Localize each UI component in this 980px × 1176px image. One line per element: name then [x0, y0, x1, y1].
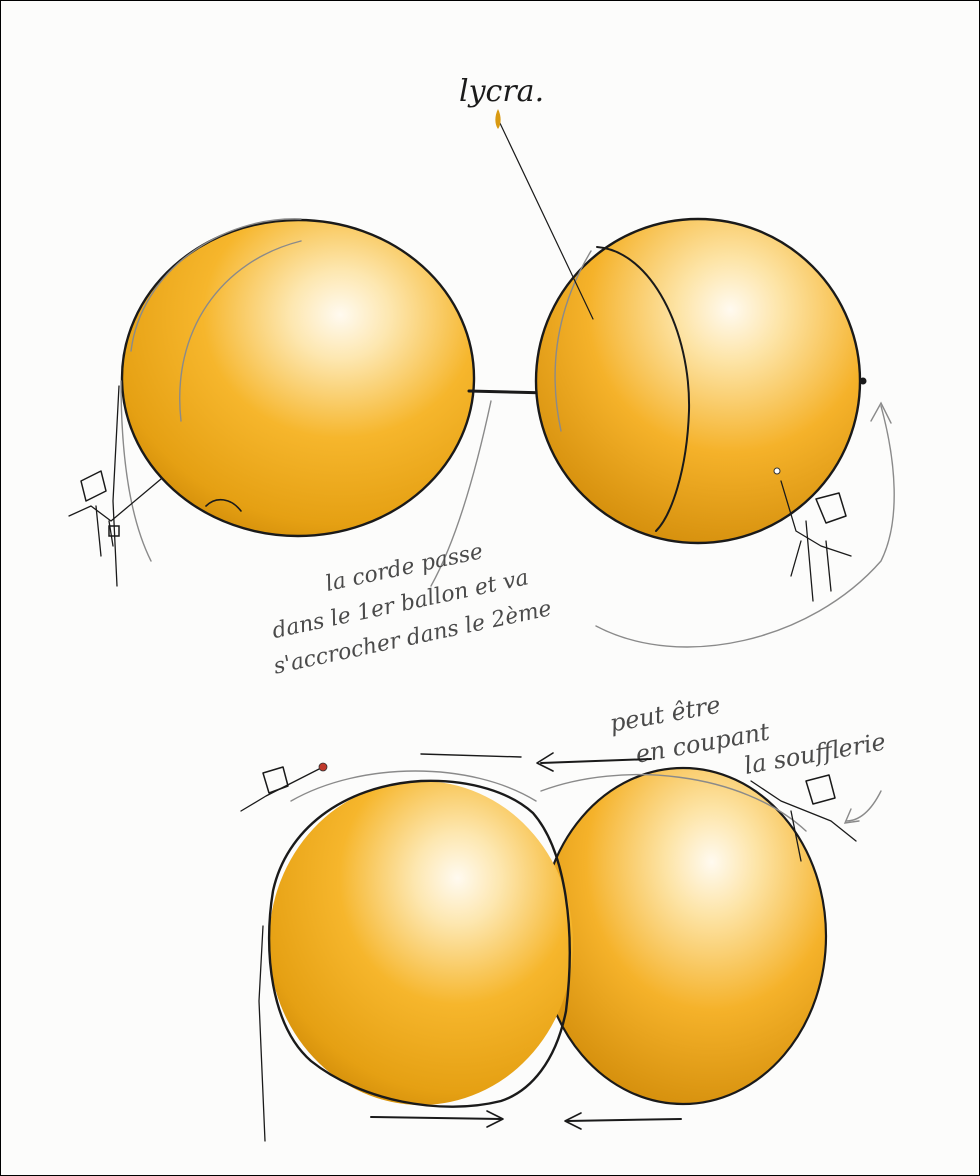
- balloon-top-right: [536, 219, 867, 543]
- balloon-bottom-right: [540, 768, 826, 1104]
- balloon-top-left: [122, 219, 474, 536]
- lycra-pointer-tip: [495, 109, 500, 129]
- balloon-bottom-left: [269, 781, 573, 1107]
- lycra-label: lycra.: [459, 74, 544, 109]
- lycra-pointer-line: [498, 119, 593, 319]
